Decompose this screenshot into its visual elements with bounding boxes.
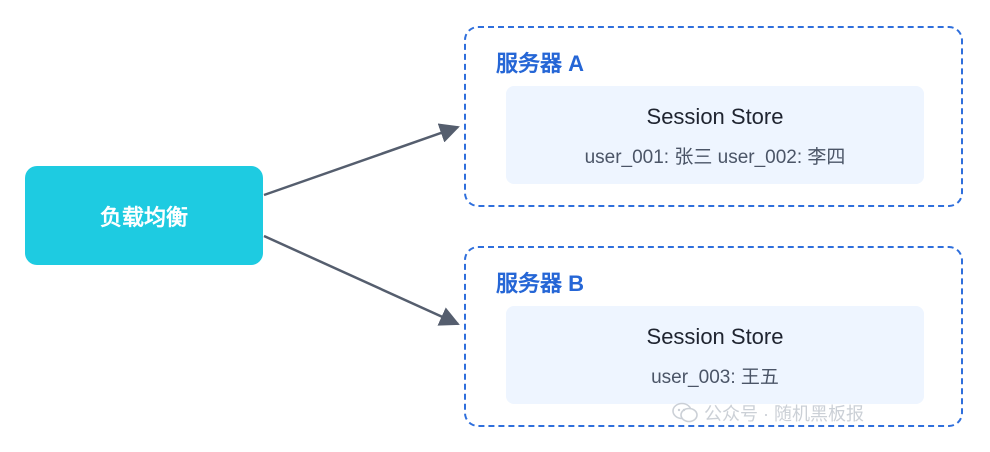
load-balancer-node: 负载均衡 (25, 166, 263, 265)
server-b-store-title: Session Store (646, 324, 784, 349)
arrow-to-server-a (263, 123, 460, 197)
server-a-session-store: Session Store user_001: 张三 user_002: 李四 (506, 86, 924, 184)
chat-bubble-icon (672, 402, 698, 423)
server-b-title: 服务器 B (496, 271, 585, 296)
load-balancer-label: 负载均衡 (99, 204, 188, 230)
watermark: 公众号 · 随机黑板报 (672, 400, 864, 426)
server-a-title: 服务器 A (496, 51, 585, 76)
server-a-box: 服务器 A Session Store user_001: 张三 user_00… (464, 26, 963, 207)
watermark-text: 公众号 · 随机黑板报 (704, 404, 864, 424)
server-b-box: 服务器 B Session Store user_003: 王五 (464, 246, 963, 427)
server-b-session-store: Session Store user_003: 王五 (506, 306, 924, 404)
server-b-store-entries: user_003: 王五 (651, 367, 779, 388)
arrow-to-server-b (263, 234, 460, 326)
server-a-store-entries: user_001: 张三 user_002: 李四 (584, 147, 846, 168)
server-a-store-title: Session Store (646, 104, 784, 129)
